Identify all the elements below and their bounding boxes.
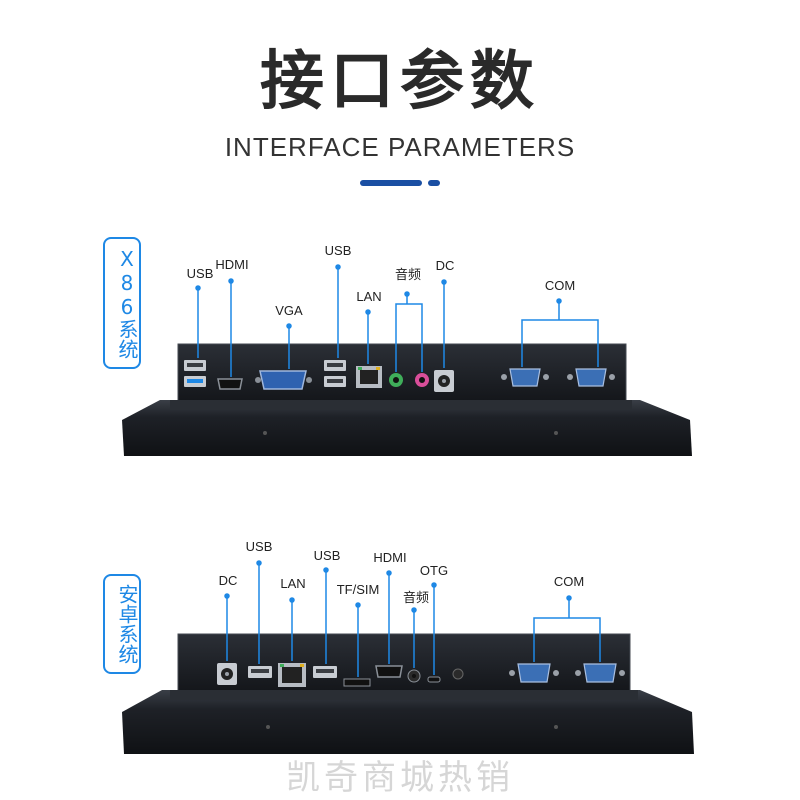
x86-usb-mid-port bbox=[324, 360, 346, 387]
x86-frame bbox=[122, 400, 692, 456]
android-usb-mid-label: USB bbox=[313, 548, 341, 563]
android-audio-label: 音频 bbox=[402, 590, 430, 605]
x86-audio-label: 音频 bbox=[394, 267, 422, 282]
android-otg-port bbox=[427, 676, 441, 683]
x86-com-port-2 bbox=[567, 368, 615, 387]
title-underline-long bbox=[360, 180, 422, 186]
x86-screw-hole-left bbox=[263, 431, 267, 435]
x86-com-label: COM bbox=[544, 278, 576, 293]
x86-lan-port bbox=[356, 366, 382, 388]
page-subtitle: INTERFACE PARAMETERS bbox=[224, 132, 576, 162]
android-system-tag: 安卓系统 bbox=[103, 574, 141, 674]
android-hdmi-port bbox=[375, 665, 403, 678]
x86-com-port-1 bbox=[501, 368, 549, 387]
android-tfsim-slot bbox=[343, 678, 371, 687]
android-com-port-2 bbox=[575, 663, 625, 683]
x86-leader-lines bbox=[195, 264, 599, 377]
x86-usb-left-port bbox=[184, 360, 206, 387]
android-leader-lines bbox=[224, 560, 601, 677]
x86-audio-ports bbox=[389, 373, 429, 387]
x86-dc-label: DC bbox=[435, 258, 455, 273]
x86-usb-mid-label: USB bbox=[324, 243, 352, 258]
x86-vga-label: VGA bbox=[275, 303, 303, 318]
android-frame bbox=[122, 690, 694, 754]
page-title: 接口参数 bbox=[260, 45, 540, 119]
android-screw-hole-right bbox=[554, 725, 558, 729]
x86-hdmi-port bbox=[217, 378, 243, 390]
android-otg-label: OTG bbox=[419, 563, 449, 578]
x86-rear-panel bbox=[177, 343, 627, 407]
watermark-text: 凯奇商城热销 bbox=[286, 758, 514, 798]
x86-screw-hole-right bbox=[554, 431, 558, 435]
android-usb-left-label: USB bbox=[245, 539, 273, 554]
android-com-port-1 bbox=[509, 663, 559, 683]
x86-system-tag: X86系统 bbox=[103, 237, 141, 369]
android-mount-rail bbox=[170, 690, 638, 700]
android-usb-mid-port bbox=[313, 666, 337, 678]
android-tfsim-label: TF/SIM bbox=[336, 582, 380, 597]
title-underline-short bbox=[428, 180, 440, 186]
x86-device bbox=[122, 264, 692, 456]
android-screw-hole-left bbox=[266, 725, 270, 729]
android-lan-port bbox=[278, 663, 306, 687]
android-rear-panel bbox=[177, 633, 631, 697]
x86-vga-port bbox=[255, 370, 312, 390]
x86-hdmi-label: HDMI bbox=[215, 257, 249, 272]
android-lan-label: LAN bbox=[280, 576, 306, 591]
x86-dc-port bbox=[434, 370, 454, 392]
android-usb-left-port bbox=[248, 666, 272, 678]
android-device bbox=[122, 560, 694, 754]
x86-usb-left-label: USB bbox=[186, 266, 214, 281]
android-hdmi-label: HDMI bbox=[373, 550, 407, 565]
android-dc-label: DC bbox=[218, 573, 238, 588]
android-audio-port bbox=[407, 669, 421, 683]
android-com-label: COM bbox=[553, 574, 585, 589]
android-dc-port bbox=[217, 663, 237, 685]
x86-lan-label: LAN bbox=[356, 289, 382, 304]
android-aux-jack bbox=[452, 668, 464, 680]
x86-mount-rail bbox=[170, 400, 632, 410]
